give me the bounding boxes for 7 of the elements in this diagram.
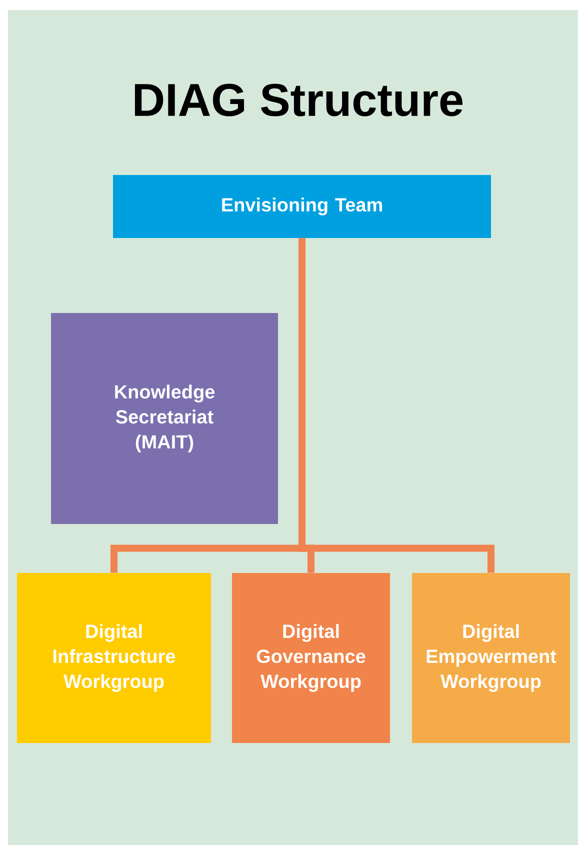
title: DIAG Structure — [134, 84, 463, 116]
connector — [298, 238, 494, 573]
org-box: Envisioning Team — [113, 175, 491, 238]
org-box: Digital Infrastructure Workgroup — [17, 573, 211, 743]
org-box: Digital Empowerment Workgroup — [412, 573, 570, 743]
org-box: Digital Governance Workgroup — [232, 573, 390, 743]
org-box: Knowledge Secretariat (MAIT) — [51, 313, 278, 524]
